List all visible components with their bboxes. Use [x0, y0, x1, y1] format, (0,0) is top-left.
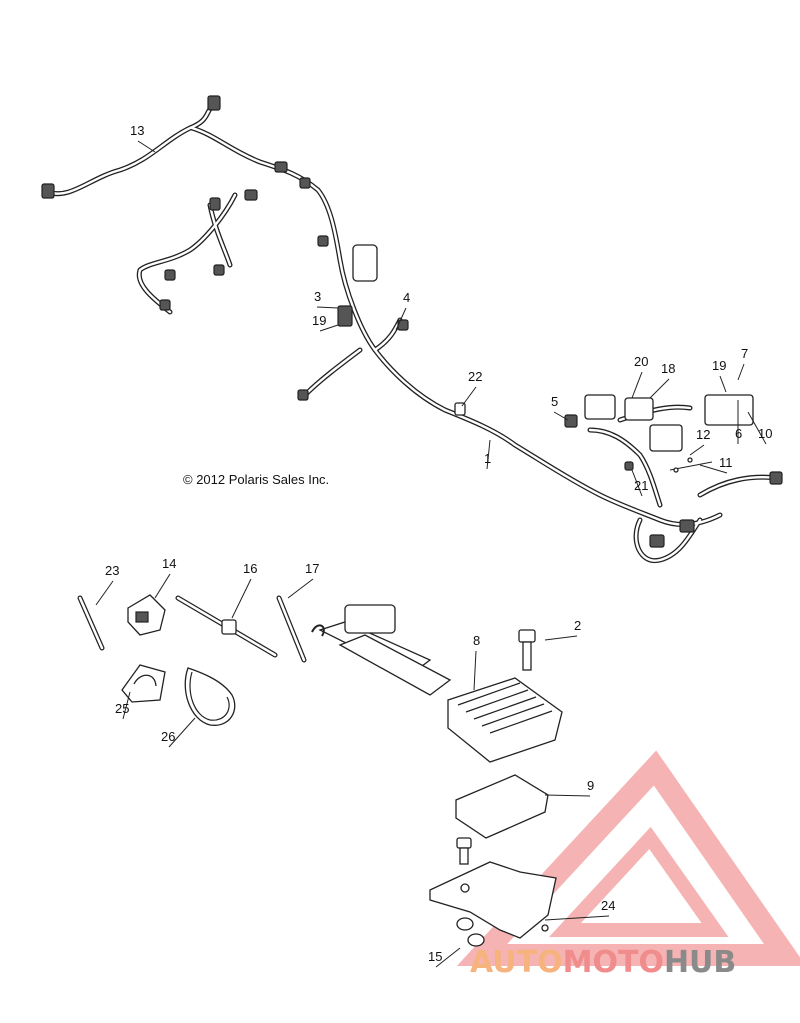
callout-16: 16	[243, 561, 257, 576]
watermark-auto: AUTO	[470, 945, 563, 980]
callout-leader-24	[544, 915, 610, 921]
callout-20: 20	[634, 354, 648, 369]
strap-26	[184, 667, 236, 726]
callout-23: 23	[105, 563, 119, 578]
callout-leader-3	[316, 306, 339, 309]
clip-14	[127, 594, 166, 636]
copyright-text: © 2012 Polaris Sales Inc.	[183, 472, 329, 487]
callout-leader-16	[231, 578, 252, 619]
callout-leader-14	[154, 573, 171, 599]
watermark-logo	[456, 750, 800, 966]
callout-17: 17	[305, 561, 319, 576]
callout-10: 10	[758, 426, 772, 441]
callout-3: 3	[314, 289, 321, 304]
callout-14: 14	[162, 556, 176, 571]
callout-11: 11	[719, 455, 733, 470]
callout-leader-17	[287, 578, 314, 599]
callout-4: 4	[403, 290, 410, 305]
tie-with-clip-16	[175, 595, 278, 658]
callout-2: 2	[574, 618, 581, 633]
callout-9: 9	[587, 778, 594, 793]
callout-15: 15	[428, 949, 442, 964]
callout-leader-2	[544, 635, 578, 641]
callout-leader-21	[631, 469, 643, 497]
callout-12: 12	[696, 427, 710, 442]
bracket-24	[429, 837, 557, 939]
callout-leader-11	[699, 464, 728, 474]
callout-leader-9	[544, 794, 591, 797]
clamp-25	[121, 664, 166, 703]
callout-leader-25	[122, 691, 131, 720]
plate-9	[455, 774, 549, 839]
callout-6: 6	[735, 426, 742, 441]
callout-leader-18	[649, 378, 670, 399]
callout-26: 26	[161, 729, 175, 744]
bolt-2	[518, 629, 536, 671]
callout-22: 22	[468, 369, 482, 384]
voltage-regulator-8	[311, 604, 563, 763]
callout-leader-8	[473, 650, 477, 691]
callout-leader-5	[553, 411, 569, 421]
callout-leader-19	[719, 375, 727, 393]
callout-leader-19	[319, 324, 339, 332]
watermark-moto: MOTO	[563, 945, 664, 980]
callout-21: 21	[634, 478, 648, 493]
callout-5: 5	[551, 394, 558, 409]
callout-8: 8	[473, 633, 480, 648]
callout-leader-20	[631, 371, 643, 399]
callout-leader-22	[461, 386, 477, 407]
callout-leader-15	[435, 947, 461, 968]
callout-leader-10	[747, 411, 767, 445]
callout-25: 25	[115, 701, 129, 716]
cable-tie-23	[77, 595, 105, 651]
callout-7: 7	[741, 346, 748, 361]
cable-tie-17	[276, 595, 307, 663]
watermark-text: AUTOMOTOHUB	[470, 945, 736, 980]
callout-leader-12	[689, 444, 705, 456]
callout-leader-26	[168, 717, 196, 748]
callout-13: 13	[130, 123, 144, 138]
main-wire-harness	[41, 95, 783, 564]
callout-19: 19	[312, 313, 326, 328]
callout-24: 24	[601, 898, 615, 913]
callout-leader-4	[395, 307, 407, 331]
callout-leader-1	[486, 439, 491, 470]
callout-leader-13	[137, 140, 156, 153]
nuts-15	[456, 917, 485, 947]
callout-18: 18	[661, 361, 675, 376]
callout-1: 1	[484, 451, 491, 466]
watermark-hub: HUB	[664, 945, 736, 980]
callout-leader-23	[95, 580, 114, 606]
callout-19: 19	[712, 358, 726, 373]
callout-leader-7	[737, 363, 745, 381]
